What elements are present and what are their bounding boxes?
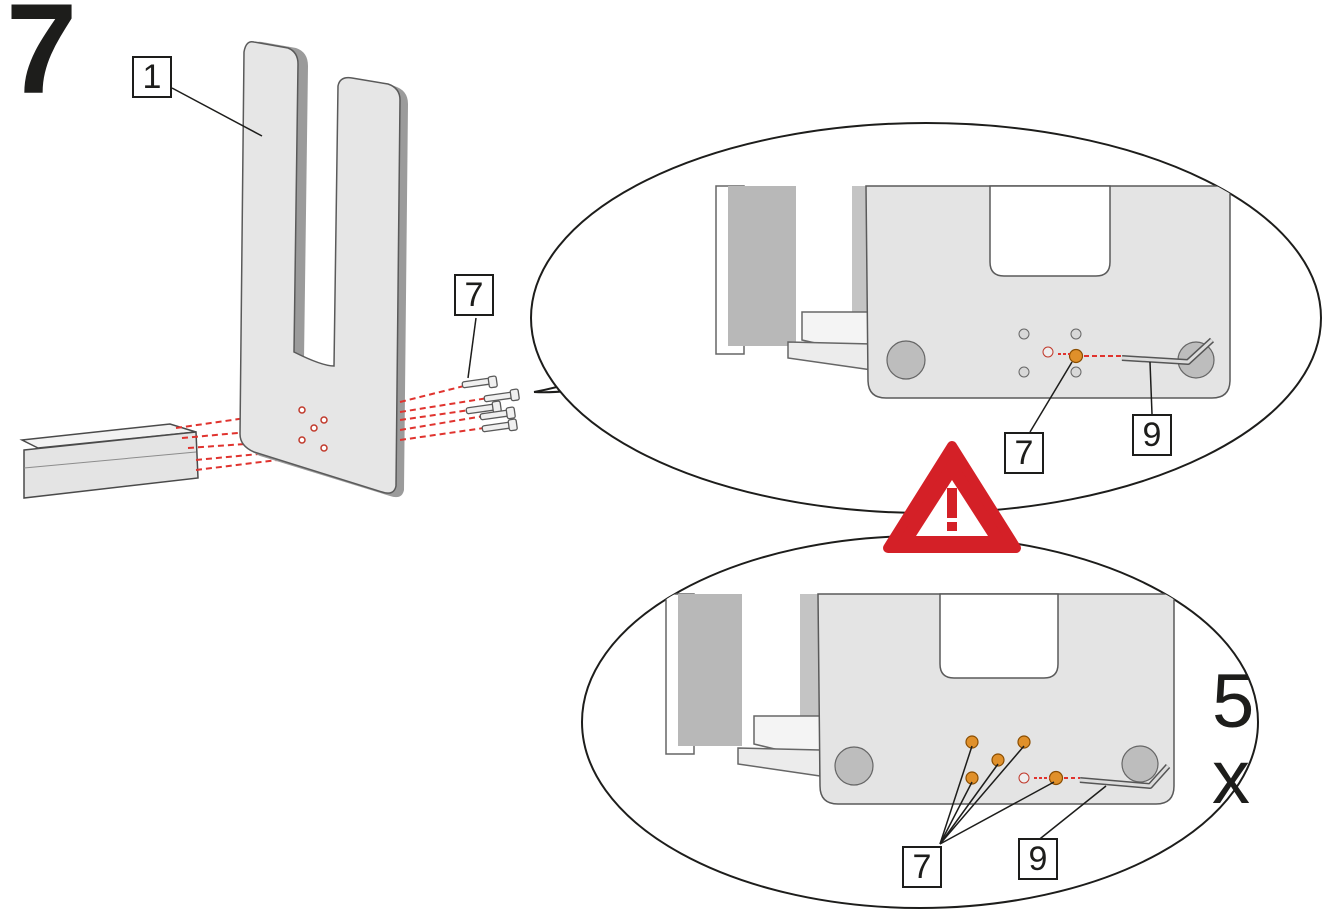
leader-part-7 — [468, 318, 476, 378]
bolts-part-7 — [462, 376, 519, 432]
frame-rail — [22, 424, 198, 498]
callout-detail-bottom-key: 9 — [1018, 838, 1058, 880]
callout-part-7: 7 — [454, 274, 494, 316]
callout-detail-top-key: 9 — [1132, 414, 1172, 456]
detail-bubble-top — [531, 123, 1321, 513]
callout-part-1: 1 — [132, 56, 172, 98]
callout-detail-bottom-bolts: 7 — [902, 846, 942, 888]
repeat-count-label: 5 x — [1212, 664, 1326, 816]
u-panel-part-1 — [240, 42, 408, 497]
callout-detail-top-bolt: 7 — [1004, 432, 1044, 474]
step-number: 7 — [6, 0, 73, 114]
